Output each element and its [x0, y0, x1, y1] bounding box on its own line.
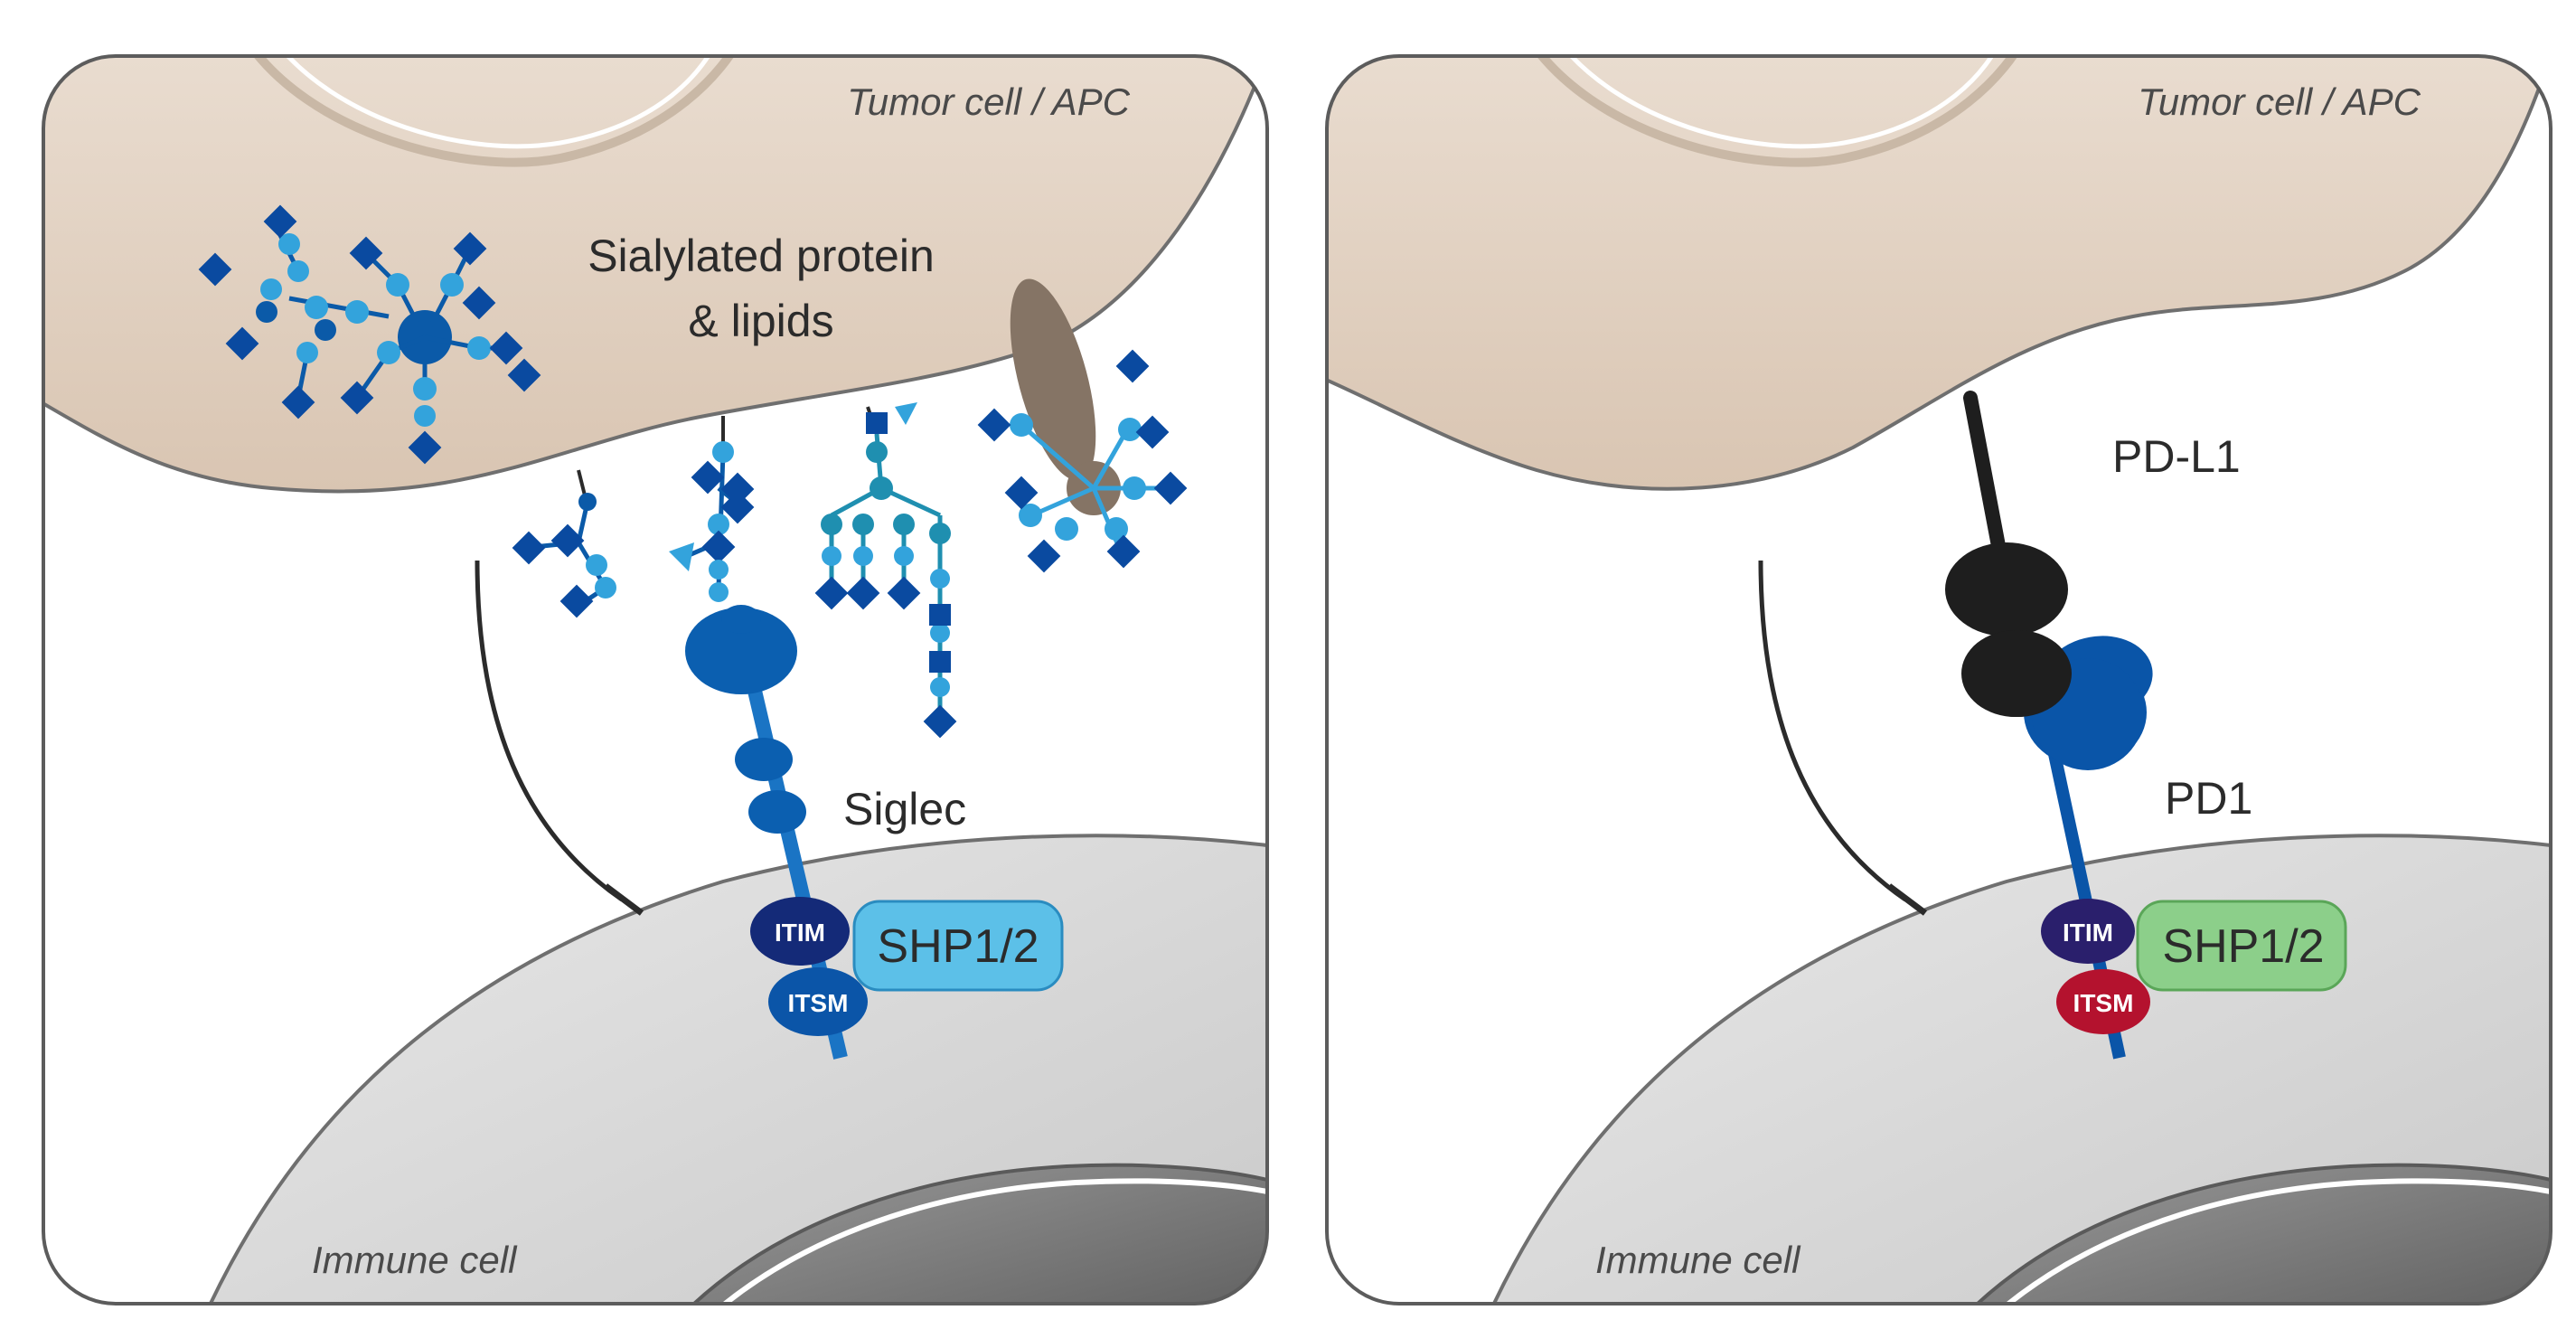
immune-nucleus	[664, 1163, 1267, 1304]
panel-border	[42, 54, 1269, 1305]
itsm-motif	[2056, 969, 2150, 1034]
sialic-chain-1	[512, 469, 616, 618]
itim-motif	[2041, 899, 2135, 964]
glycan-tree-icon	[198, 204, 541, 465]
inhibition-arrow-icon	[1758, 560, 1928, 916]
itsm-label: ITSM	[788, 989, 849, 1017]
sialic-chain-3	[814, 402, 957, 739]
immune-cell-label: Immune cell	[312, 1239, 518, 1281]
tumor-cell	[1327, 56, 2551, 491]
siglec-receptor	[685, 605, 848, 1060]
sialic-chain-2	[669, 416, 755, 602]
immune-nucleus	[1948, 1163, 2551, 1304]
itsm-motif	[768, 967, 868, 1036]
tumor-nucleus-edge	[240, 56, 746, 167]
pd1-label: PD1	[2165, 773, 2252, 824]
panel-border	[1325, 54, 2552, 1305]
siglec-shp-complex	[750, 897, 1064, 1036]
pdl1-label: PD-L1	[2112, 431, 2241, 482]
itim-label: ITIM	[775, 919, 825, 947]
shp-label: SHP1/2	[877, 920, 1039, 973]
tumor-cell-label: Tumor cell / APC	[2138, 80, 2421, 123]
itim-label: ITIM	[2063, 919, 2113, 947]
inhibition-arrow-icon	[475, 560, 644, 916]
siglec-panel: Tumor cell / APC Immune cell Sialylated …	[42, 54, 1269, 1305]
itim-motif	[750, 897, 850, 966]
pdl1-ligand	[1945, 391, 2068, 636]
tumor-cell-label: Tumor cell / APC	[847, 80, 1130, 123]
glyco-label-line1: Sialylated protein	[588, 231, 935, 281]
shp-label: SHP1/2	[2162, 920, 2324, 973]
glyco-label-line2: & lipids	[688, 296, 833, 346]
pd1-shp-complex	[2041, 899, 2347, 1034]
shp-box	[2136, 900, 2347, 992]
siglec-label: Siglec	[843, 784, 966, 834]
pd1-panel: Tumor cell / APC Immune cell PD-L1 PD1 I…	[1325, 54, 2552, 1305]
itsm-label: ITSM	[2073, 989, 2134, 1017]
immune-cell-label: Immune cell	[1595, 1239, 1801, 1281]
glycolipid	[977, 278, 1188, 573]
tumor-cell	[43, 56, 1267, 494]
shp-box	[852, 900, 1064, 992]
